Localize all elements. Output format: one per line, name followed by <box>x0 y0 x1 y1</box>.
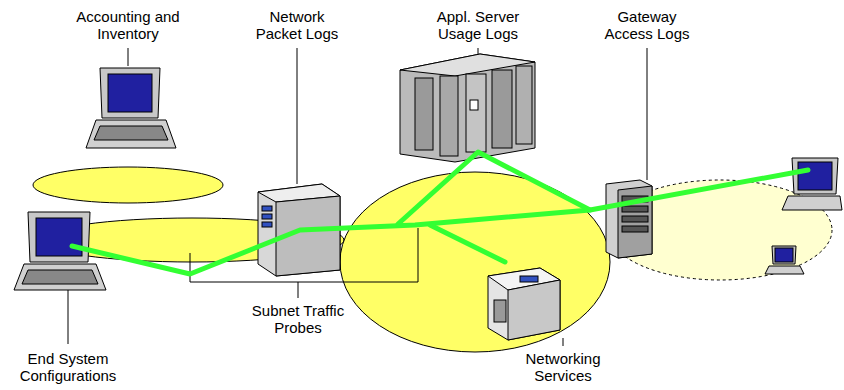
callout-label: Network Packet Logs <box>253 8 341 42</box>
callout-label: End System Configurations <box>13 350 123 384</box>
callout-label: Subnet Traffic Probes <box>250 302 346 336</box>
callout-label: Accounting and Inventory <box>76 8 180 42</box>
callout-label: Appl. Server Usage Logs <box>428 8 528 42</box>
callout-label: Networking Services <box>515 350 611 384</box>
callout-label: Gateway Access Logs <box>601 8 693 42</box>
